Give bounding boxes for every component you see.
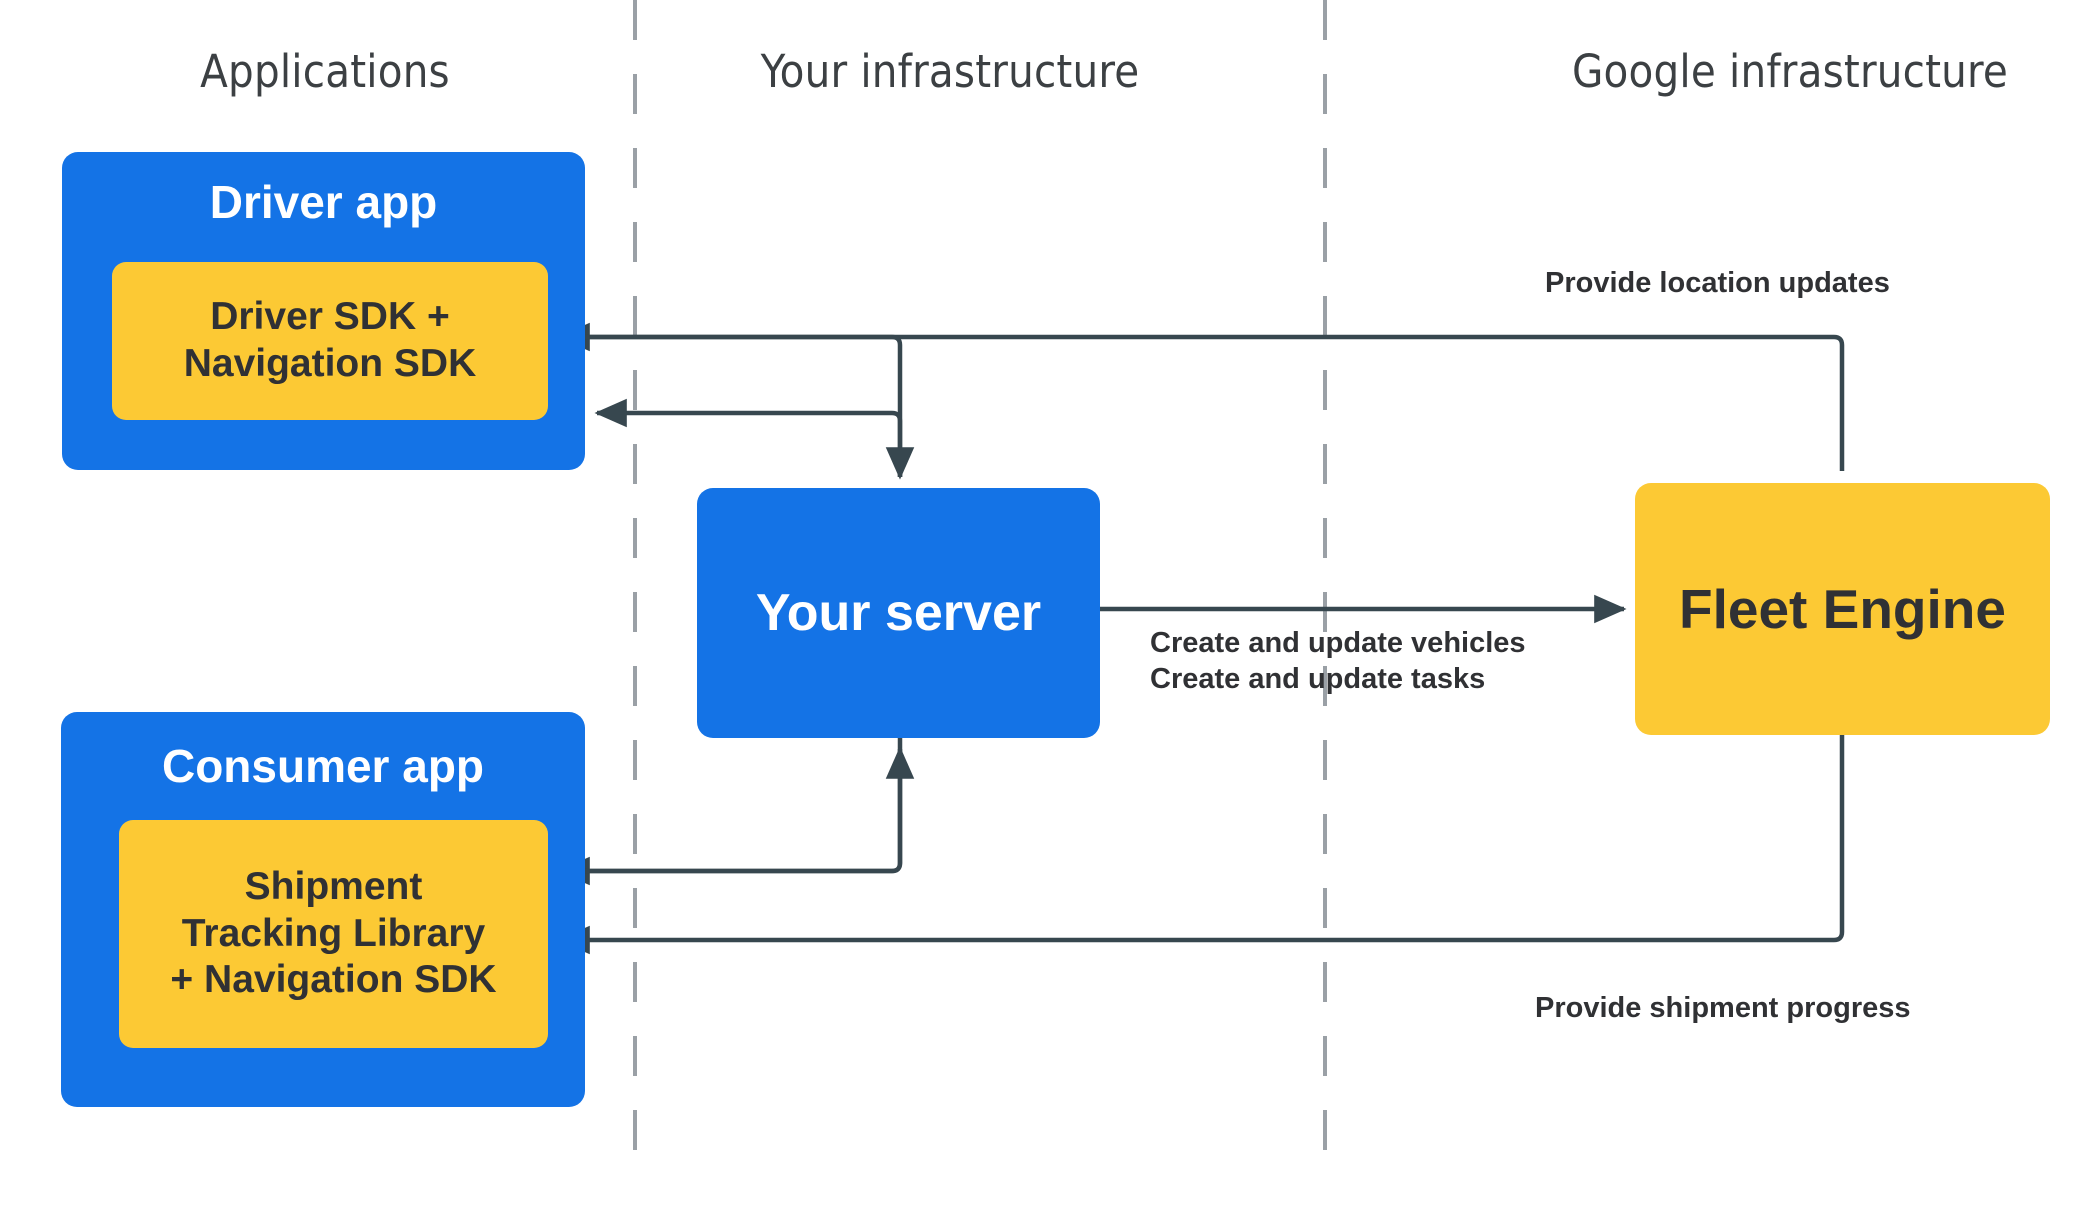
column-header-applications: Applications xyxy=(200,45,450,98)
edge-server-to-consumer-app xyxy=(557,738,903,886)
node-consumer-app[interactable]: Consumer app Shipment Tracking Library +… xyxy=(61,712,585,1107)
consumer-sdk-line-1: Shipment xyxy=(244,864,423,908)
driver-sdk-line-2: Navigation SDK xyxy=(183,342,477,385)
edge-location-updates xyxy=(557,322,1845,471)
edge-label-create-update-tasks: Create and update tasks xyxy=(1150,663,1486,696)
node-your-server[interactable]: Your server xyxy=(697,488,1100,738)
edge-label-provide-shipment-progress: Provide shipment progress xyxy=(1535,992,1911,1024)
edge-shipment-progress xyxy=(557,735,1845,955)
node-driver-app[interactable]: Driver app Driver SDK + Navigation SDK xyxy=(62,152,585,470)
consumer-app-title: Consumer app xyxy=(161,740,485,792)
edge-driver-app-to-server xyxy=(585,334,915,480)
column-header-google-infrastructure: Google infrastructure xyxy=(1571,45,2009,98)
edge-consumer-app-to-server xyxy=(585,746,915,874)
edge-server-to-driver-app xyxy=(594,398,903,477)
node-fleet-engine[interactable]: Fleet Engine xyxy=(1635,483,2050,735)
edge-label-provide-location-updates: Provide location updates xyxy=(1545,267,1890,299)
driver-sdk-line-1: Driver SDK + xyxy=(210,295,450,339)
edge-label-create-update-vehicles: Create and update vehicles xyxy=(1150,627,1526,659)
driver-app-title: Driver app xyxy=(209,176,438,228)
column-header-your-infrastructure: Your infrastructure xyxy=(760,45,1140,98)
node-driver-sdk[interactable]: Driver SDK + Navigation SDK xyxy=(112,262,548,420)
consumer-sdk-line-2: Tracking Library xyxy=(181,911,486,955)
consumer-sdk-line-3: + Navigation SDK xyxy=(170,958,497,1002)
fleet-engine-label: Fleet Engine xyxy=(1679,578,2006,640)
node-shipment-tracking-library[interactable]: Shipment Tracking Library + Navigation S… xyxy=(119,820,548,1048)
your-server-label: Your server xyxy=(755,584,1042,642)
edge-label-create-and-update: Create and update vehicles Create and up… xyxy=(1150,625,1526,698)
